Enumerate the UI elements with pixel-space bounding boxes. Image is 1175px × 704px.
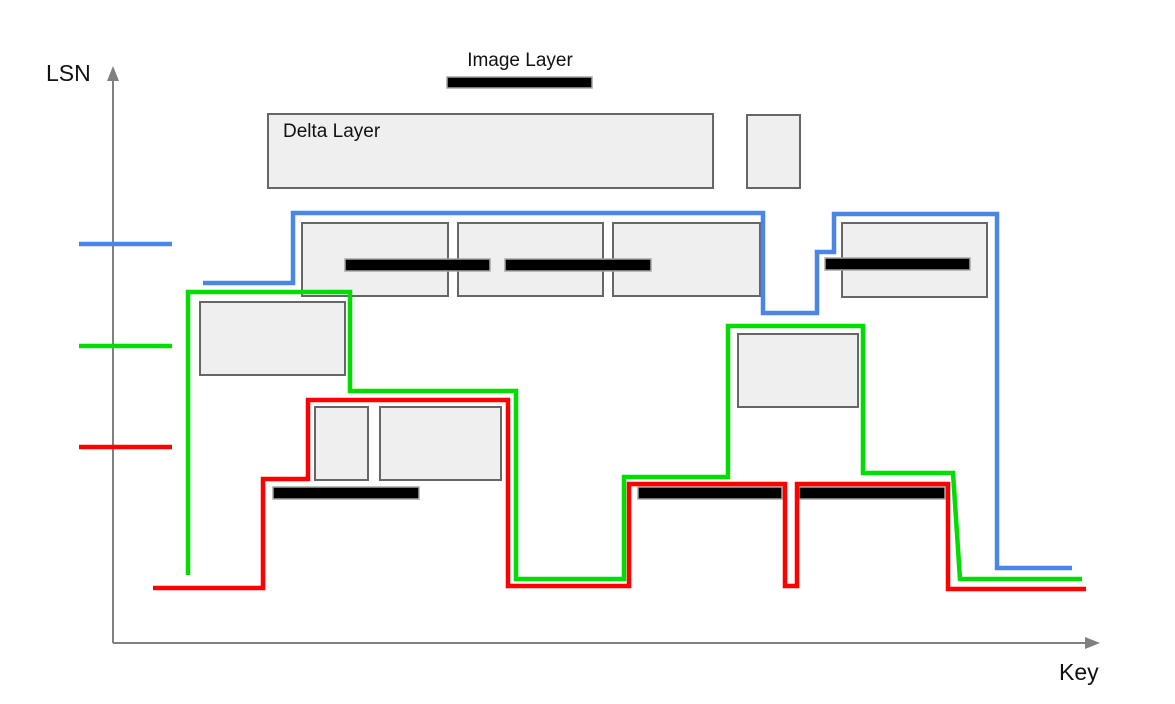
image-layer-low-c	[798, 486, 946, 500]
delta-layer-label: Delta Layer	[283, 121, 381, 142]
image-layer-low-b	[637, 486, 783, 500]
delta-layer-mid-left	[199, 301, 346, 376]
branch-line-blue	[203, 210, 1072, 571]
delta-layer-top-right	[746, 114, 801, 189]
delta-layer-main	[267, 113, 714, 189]
image-layer-row2-c	[824, 257, 971, 271]
y-axis-arrowhead	[107, 66, 119, 81]
delta-layer-low-small	[314, 406, 369, 481]
delta-layer-mid-right	[737, 333, 859, 408]
x-axis-arrowhead	[1085, 637, 1100, 649]
image-layer-row2-a	[344, 258, 491, 272]
branch-line-green	[185, 289, 1082, 582]
image-layer-row2-b	[504, 258, 652, 272]
key-axis-label: Key	[1059, 659, 1099, 685]
branch-line-red	[153, 397, 1086, 592]
image-layer-low-a	[272, 486, 420, 500]
image-layer-label: Image Layer	[467, 50, 573, 71]
delta-layer-low-med	[379, 406, 502, 481]
lsn-axis-label: LSN	[46, 60, 91, 86]
image-layer-top-bar	[446, 76, 593, 89]
